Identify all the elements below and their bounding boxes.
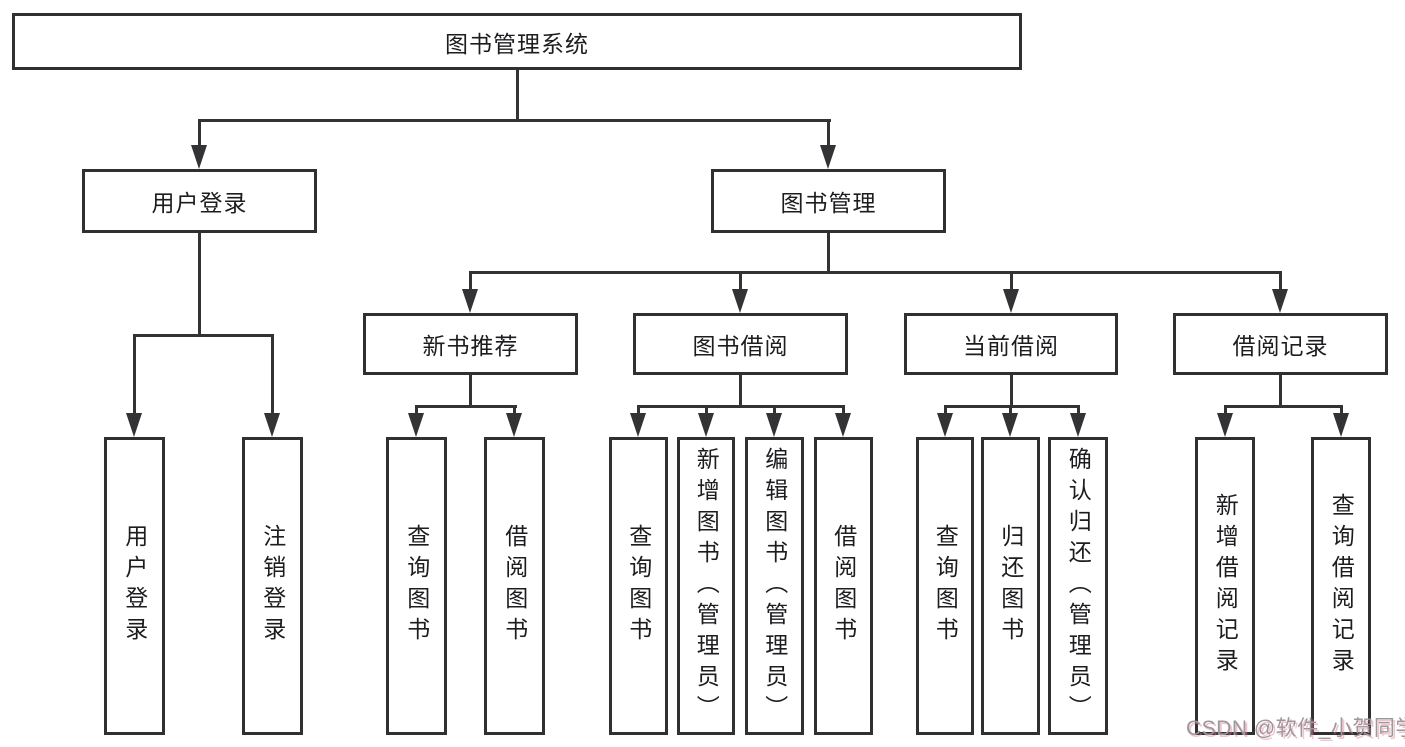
leaf-return-book-label: 归还图书	[997, 524, 1024, 648]
connector-line	[773, 405, 776, 417]
node-book-management: 图书管理	[711, 169, 946, 233]
connector-line	[944, 405, 1080, 408]
arrowhead-down-icon	[835, 413, 851, 437]
arrowhead-down-icon	[191, 145, 207, 169]
connector-line	[513, 405, 516, 417]
connector-line	[415, 405, 517, 408]
leaf-confirm-return-admin-label: 确认归还（管理员）	[1065, 446, 1092, 726]
connector-line	[415, 405, 418, 417]
leaf-borrow-books-recommend-label: 借阅图书	[501, 524, 528, 648]
node-root: 图书管理系统	[12, 13, 1022, 70]
connector-line	[1224, 405, 1343, 408]
connector-line	[1009, 405, 1012, 417]
connector-line	[1340, 405, 1343, 417]
arrowhead-down-icon	[630, 413, 646, 437]
arrowhead-down-icon	[1217, 413, 1233, 437]
connector-line	[739, 375, 742, 408]
leaf-logout-label: 注销登录	[259, 524, 286, 648]
connector-line	[1279, 375, 1282, 408]
leaf-query-books-borrow: 查询图书	[609, 437, 668, 735]
node-new-book-recommend: 新书推荐	[363, 313, 578, 375]
connector-line	[469, 271, 1282, 274]
connector-line	[469, 375, 472, 408]
leaf-query-borrow-record-label: 查询借阅记录	[1328, 493, 1355, 679]
leaf-add-book-admin: 新增图书（管理员）	[677, 437, 735, 735]
leaf-logout: 注销登录	[242, 437, 303, 735]
leaf-borrow-books-borrow-label: 借阅图书	[830, 524, 857, 648]
connector-line	[637, 405, 845, 408]
leaf-query-books-recommend: 查询图书	[386, 437, 447, 735]
leaf-query-books-current-label: 查询图书	[932, 524, 959, 648]
leaf-query-books-borrow-label: 查询图书	[625, 524, 652, 648]
connector-line	[516, 69, 519, 122]
connector-line	[469, 271, 472, 291]
connector-line	[198, 119, 831, 122]
connector-line	[198, 119, 201, 149]
node-book-management-label: 图书管理	[780, 190, 877, 216]
leaf-add-book-admin-label: 新增图书（管理员）	[693, 446, 720, 726]
connector-line	[705, 405, 708, 417]
arrowhead-down-icon	[937, 413, 953, 437]
arrowhead-down-icon	[1333, 413, 1349, 437]
node-new-book-recommend-label: 新书推荐	[422, 333, 519, 359]
leaf-user-login-label: 用户登录	[121, 524, 148, 648]
connector-line	[1224, 405, 1227, 417]
arrowhead-down-icon	[1070, 413, 1086, 437]
connector-line	[1279, 271, 1282, 291]
leaf-edit-book-admin-label: 编辑图书（管理员）	[761, 446, 788, 726]
arrowhead-down-icon	[1272, 289, 1288, 313]
leaf-add-borrow-record-label: 新增借阅记录	[1212, 493, 1239, 679]
node-user-login: 用户登录	[82, 169, 317, 233]
arrowhead-down-icon	[1002, 413, 1018, 437]
leaf-return-book: 归还图书	[981, 437, 1040, 735]
connector-line	[1010, 271, 1013, 291]
arrowhead-down-icon	[506, 413, 522, 437]
leaf-borrow-books-borrow: 借阅图书	[814, 437, 873, 735]
connector-line	[827, 119, 830, 149]
connector-line	[637, 405, 640, 417]
connector-line	[198, 233, 201, 337]
leaf-query-books-recommend-label: 查询图书	[403, 524, 430, 648]
arrowhead-down-icon	[698, 413, 714, 437]
arrowhead-down-icon	[462, 289, 478, 313]
arrowhead-down-icon	[732, 289, 748, 313]
node-borrow-records: 借阅记录	[1173, 313, 1388, 375]
connector-line	[944, 405, 947, 417]
node-root-label: 图书管理系统	[445, 30, 589, 57]
arrowhead-down-icon	[820, 145, 836, 169]
leaf-borrow-books-recommend: 借阅图书	[484, 437, 545, 735]
arrowhead-down-icon	[1003, 289, 1019, 313]
leaf-edit-book-admin: 编辑图书（管理员）	[745, 437, 804, 735]
connector-line	[271, 334, 274, 415]
watermark: CSDN @软件_小贺同学	[1186, 717, 1405, 740]
node-current-borrow: 当前借阅	[904, 313, 1118, 375]
leaf-user-login: 用户登录	[104, 437, 165, 735]
leaf-add-borrow-record: 新增借阅记录	[1195, 437, 1255, 735]
leaf-query-books-current: 查询图书	[916, 437, 974, 735]
arrowhead-down-icon	[126, 413, 142, 437]
node-user-login-label: 用户登录	[151, 190, 248, 216]
connector-line	[133, 334, 136, 415]
node-current-borrow-label: 当前借阅	[963, 333, 1059, 359]
connector-line	[739, 271, 742, 291]
node-book-borrow: 图书借阅	[633, 313, 848, 375]
arrowhead-down-icon	[408, 413, 424, 437]
leaf-query-borrow-record: 查询借阅记录	[1311, 437, 1371, 735]
connector-line	[133, 334, 274, 337]
connector-line	[1077, 405, 1080, 417]
arrowhead-down-icon	[264, 413, 280, 437]
node-book-borrow-label: 图书借阅	[692, 333, 789, 359]
node-borrow-records-label: 借阅记录	[1232, 333, 1329, 359]
connector-line	[842, 405, 845, 417]
arrowhead-down-icon	[766, 413, 782, 437]
connector-line	[1010, 375, 1013, 408]
connector-line	[827, 233, 830, 274]
leaf-confirm-return-admin: 确认归还（管理员）	[1048, 437, 1108, 735]
